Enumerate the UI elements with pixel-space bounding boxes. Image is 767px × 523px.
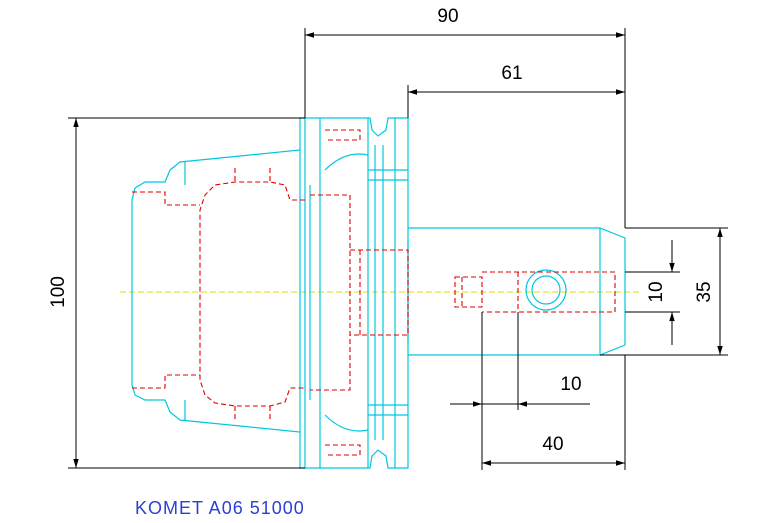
dim-90-label: 90 — [437, 6, 458, 27]
dim-35-label: 35 — [694, 281, 715, 302]
part-number-caption: KOMET A06 51000 — [135, 498, 305, 518]
dimension-lines — [68, 28, 728, 470]
hidden-lines — [132, 129, 616, 456]
dim-100-label: 100 — [48, 276, 69, 308]
dim-61-label: 61 — [501, 63, 522, 84]
tool-holder-outline — [131, 117, 626, 469]
dim-40-label: 40 — [542, 434, 563, 455]
dim-10-horizontal-label: 10 — [560, 374, 581, 395]
dim-10-vertical-label: 10 — [646, 281, 667, 302]
